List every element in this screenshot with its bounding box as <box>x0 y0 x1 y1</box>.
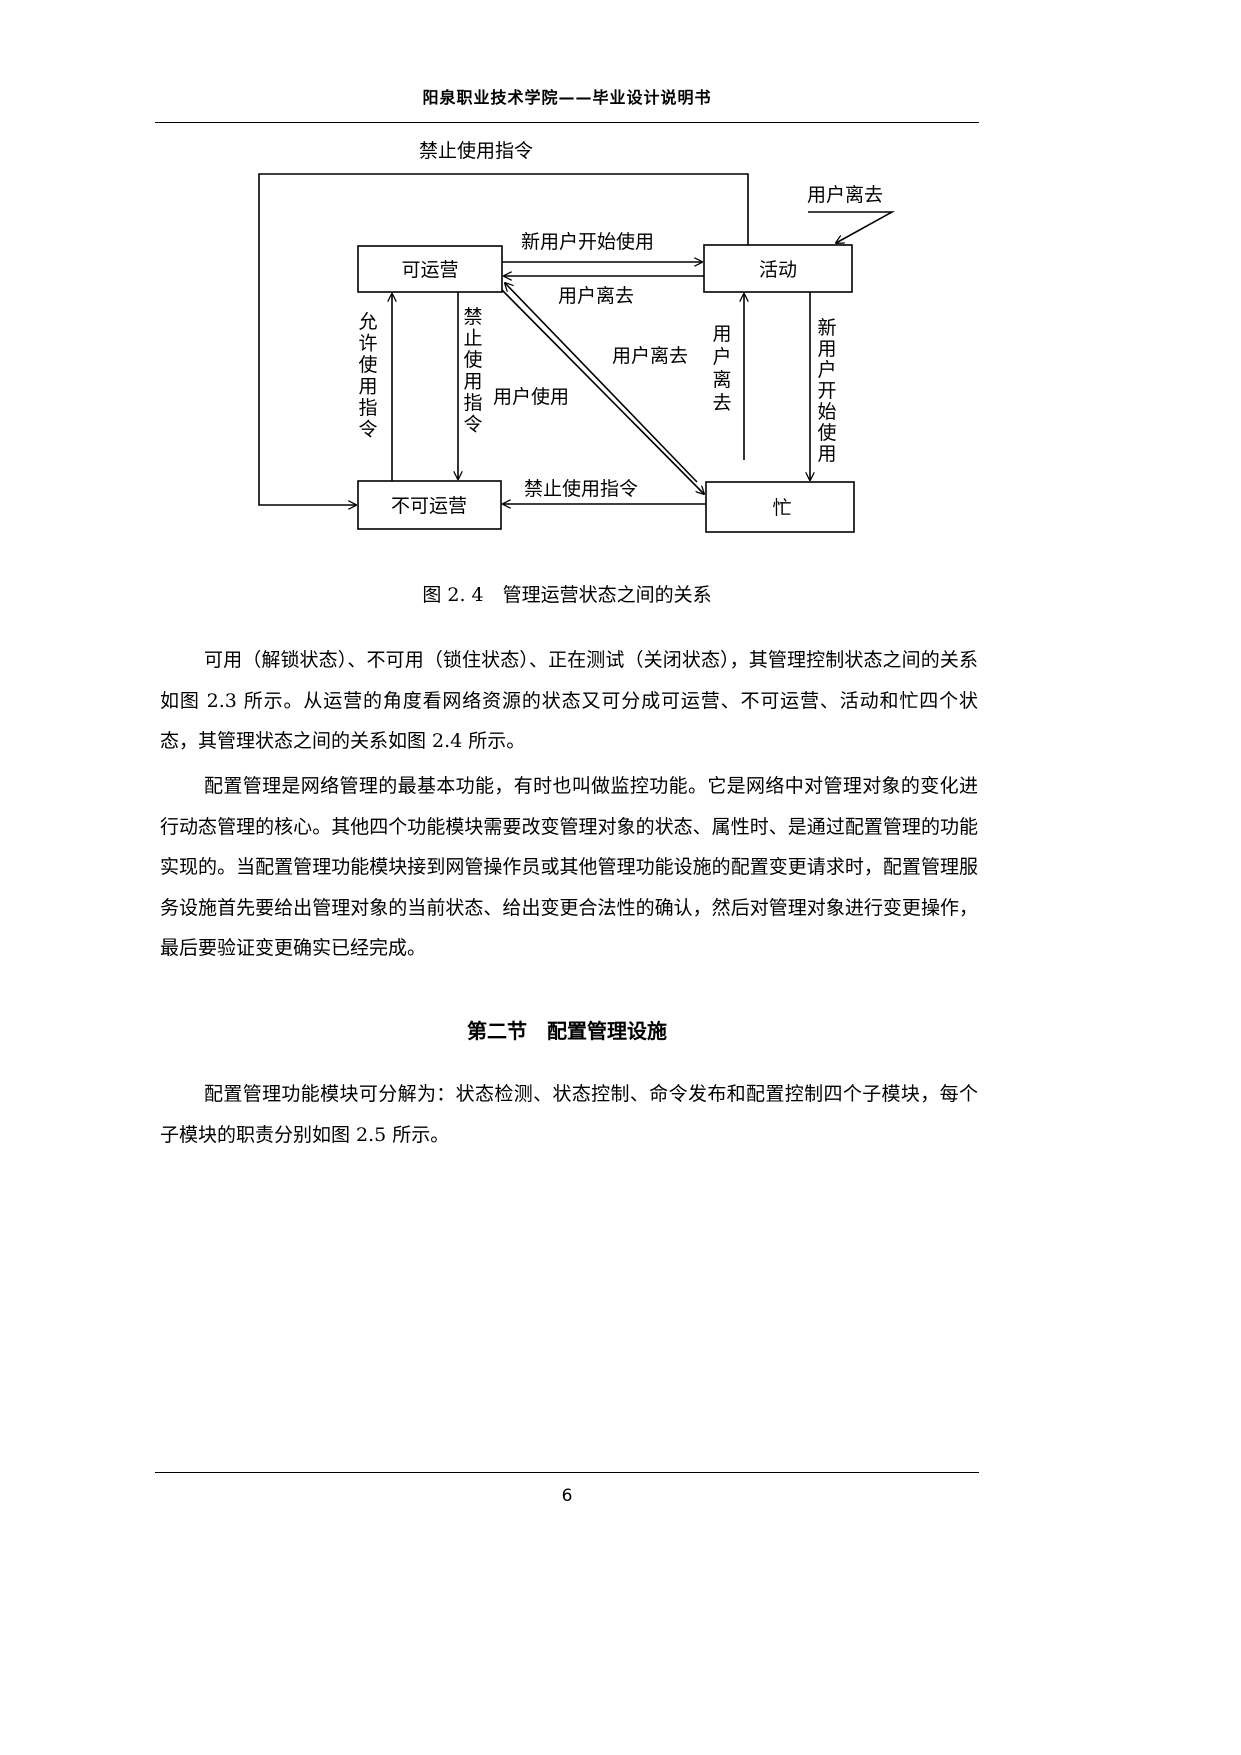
label-user-use: 用户使用 <box>493 386 569 408</box>
state-diagram: 可运营 活动 不可运营 忙 禁止使用指令 用户离去 新用户开始使用 用户离去 用… <box>258 140 896 533</box>
label-forbid-cmd-vertical-text: 禁止使用指令 <box>463 306 482 436</box>
edge-top-loop <box>258 173 749 505</box>
section-title: 第二节 配置管理设施 <box>467 1019 667 1043</box>
state-label-active: 活动 <box>759 259 797 281</box>
label-user-leave-right: 用户离去 <box>712 323 731 414</box>
label-new-user-right: 新用户开始使用 <box>817 317 836 465</box>
state-box-active <box>703 244 853 293</box>
header-rule <box>155 122 979 123</box>
state-box-inoperable <box>357 480 502 530</box>
running-header: 阳泉职业技术学院——毕业设计说明书 <box>422 88 712 107</box>
paragraph-1: 可用（解锁状态）、不可用（锁住状态）、正在测试（关闭状态），其管理控制状态之间的… <box>160 649 978 752</box>
label-user-leave-right-text: 用户离去 <box>712 323 731 414</box>
state-label-busy: 忙 <box>772 497 791 519</box>
label-new-user-top: 新用户开始使用 <box>521 231 654 253</box>
label-top-loop: 禁止使用指令 <box>419 140 533 162</box>
label-user-leave-diag: 用户离去 <box>612 345 688 367</box>
figure-caption: 图 2. 4 管理运营状态之间的关系 <box>422 584 712 606</box>
label-user-leave-self: 用户离去 <box>807 184 883 206</box>
edge-busy-to-operable <box>505 283 698 483</box>
label-allow-cmd: 允许使用指令 <box>358 311 377 441</box>
footer-rule <box>155 1472 979 1473</box>
label-allow-cmd-text: 允许使用指令 <box>358 311 377 441</box>
label-new-user-right-text: 新用户开始使用 <box>817 317 836 465</box>
state-label-operable: 可运营 <box>401 259 458 281</box>
edge-active-self-loop <box>808 211 896 243</box>
edge-operable-to-busy <box>501 289 704 494</box>
paragraph-3: 配置管理功能模块可分解为：状态检测、状态控制、命令发布和配置控制四个子模块，每个… <box>160 1083 978 1146</box>
label-forbid-cmd-bottom: 禁止使用指令 <box>524 478 638 500</box>
page-number: 6 <box>561 1486 573 1506</box>
label-forbid-cmd-vertical: 禁止使用指令 <box>463 306 482 436</box>
state-box-busy <box>705 481 855 533</box>
state-box-operable <box>357 245 503 293</box>
paragraph-2: 配置管理是网络管理的最基本功能，有时也叫做监控功能。它是网络中对管理对象的变化进… <box>160 775 978 959</box>
state-label-inoperable: 不可运营 <box>391 495 467 517</box>
label-user-leave-top: 用户离去 <box>558 285 634 307</box>
